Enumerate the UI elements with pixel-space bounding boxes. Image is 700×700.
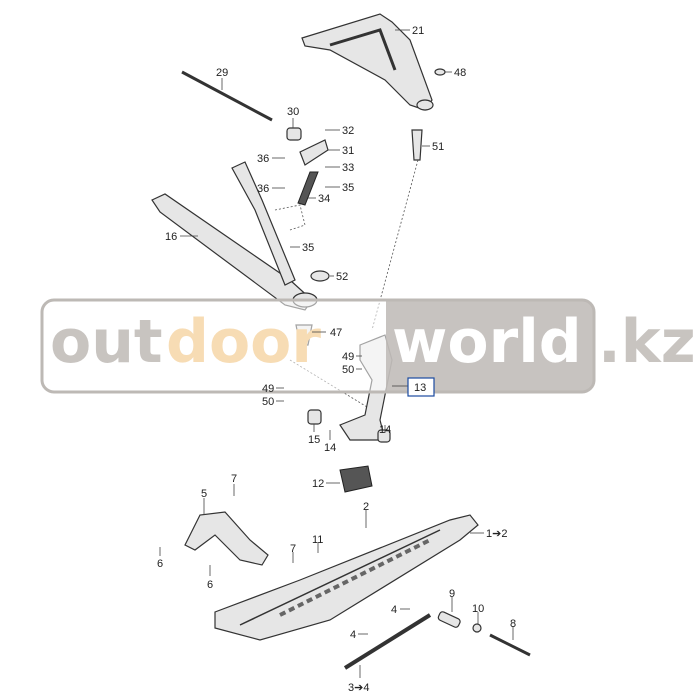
balljoint-51: [411, 129, 423, 161]
bushing-15: [307, 409, 322, 425]
callout-14a: 14: [324, 442, 336, 454]
ring-52: [310, 270, 330, 282]
callout-13-box: [407, 377, 435, 397]
callout-1: 1➔2: [486, 528, 507, 540]
callout-4a: 4: [391, 604, 397, 616]
bracket-5: [184, 511, 269, 566]
callout-35b: 35: [302, 242, 314, 254]
watermark-kz: .kz: [598, 307, 696, 377]
callout-48: 48: [454, 67, 466, 79]
callout-6a: 6: [157, 558, 163, 570]
callout-14b: 14: [379, 424, 391, 436]
watermark-door: door: [166, 307, 321, 377]
callout-15: 15: [308, 434, 320, 446]
callout-34: 34: [318, 193, 330, 205]
callout-21: 21: [412, 25, 424, 37]
callout-8: 8: [510, 618, 516, 630]
callout-47: 47: [330, 327, 342, 339]
callout-50a: 50: [342, 364, 354, 376]
pad-12: [339, 465, 373, 493]
watermark: out door world .kz: [40, 298, 696, 394]
callout-36a: 36: [257, 153, 269, 165]
callout-4b: 4: [350, 629, 356, 641]
callout-12: 12: [312, 478, 324, 490]
callout-49b: 49: [262, 383, 274, 395]
bushing-30: [286, 127, 302, 141]
callout-16: 16: [165, 231, 177, 243]
callout-6b: 6: [207, 579, 213, 591]
callout-10: 10: [472, 603, 484, 615]
bracket-31: [299, 139, 329, 166]
rod-29: [181, 70, 273, 122]
part-48: [434, 68, 446, 76]
callout-36b: 36: [257, 183, 269, 195]
ski: [214, 514, 479, 641]
callout-11: 11: [312, 534, 323, 546]
bushing-14: [377, 429, 391, 443]
watermark-out: out: [50, 307, 163, 377]
link-34: [297, 171, 319, 206]
callout-32: 32: [342, 125, 354, 137]
runner-3: [343, 613, 432, 670]
bushing-9: [437, 611, 461, 628]
callout-49a: 49: [342, 351, 354, 363]
callout-31: 31: [342, 145, 354, 157]
callout-9: 9: [449, 588, 455, 600]
callout-30: 30: [287, 106, 299, 118]
callouts: 21 48 29 30 32 31 33 36 36 35 34 16 35 5…: [157, 25, 516, 694]
callout-2: 2: [363, 501, 369, 513]
callout-13: 13: [414, 382, 426, 394]
callout-51: 51: [432, 141, 444, 153]
callout-33: 33: [342, 162, 354, 174]
callout-52: 52: [336, 271, 348, 283]
nut-10: [472, 623, 482, 633]
callout-7b: 7: [290, 543, 296, 555]
bolt-8: [489, 633, 531, 657]
callout-3: 3➔4: [348, 682, 369, 694]
upper-a-arm: [301, 13, 434, 111]
callout-29: 29: [216, 67, 228, 79]
callout-5: 5: [201, 488, 207, 500]
callout-7a: 7: [231, 473, 237, 485]
callout-50b: 50: [262, 396, 274, 408]
watermark-world: world: [392, 307, 582, 377]
callout-35a: 35: [342, 182, 354, 194]
